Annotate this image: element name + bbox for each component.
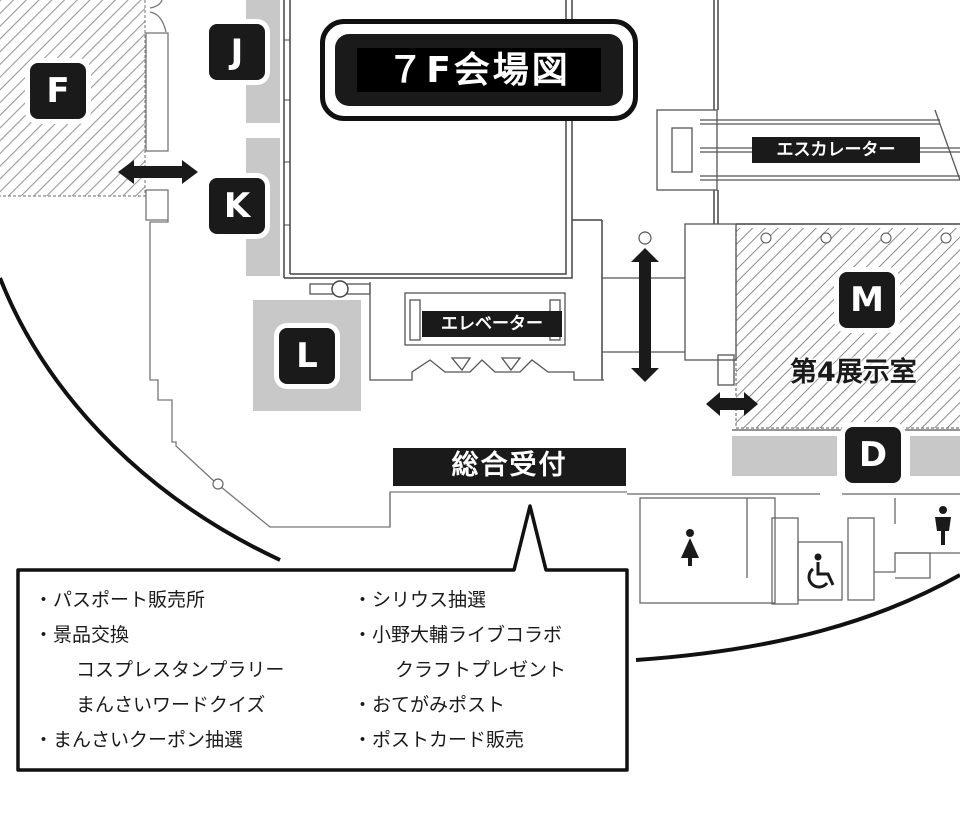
list-item: ・シリウス抽選	[353, 589, 487, 611]
list-item: ・ポストカード販売	[353, 729, 525, 751]
callout-left-list: ・パスポート販売所 ・景品交換 コスプレスタンプラリー まんさいワードクイズ ・…	[34, 583, 284, 758]
pillar-marker	[331, 280, 349, 298]
pillar-marker	[212, 478, 224, 490]
reception-label[interactable]: 総合受付	[393, 448, 626, 486]
booth-strip-d-left	[732, 436, 837, 476]
booth-badge-d[interactable]: D	[845, 427, 901, 483]
list-item: ・まんさいクーポン抽選	[34, 729, 244, 751]
booth-badge-j[interactable]: J	[209, 24, 265, 80]
mens-restroom-icon	[932, 505, 954, 547]
double-arrow-icon	[631, 248, 659, 382]
booth-badge-m[interactable]: M	[839, 272, 895, 328]
list-item: ・おてがみポスト	[353, 694, 506, 716]
double-arrow-icon	[118, 160, 198, 184]
list-item: コスプレスタンプラリー	[76, 659, 285, 681]
womens-restroom-icon	[677, 528, 703, 568]
wheelchair-icon	[802, 552, 840, 592]
corridor-walls-left	[145, 0, 627, 528]
callout-right-list: ・シリウス抽選 ・小野大輔ライブコラボ クラフトプレゼント ・おてがみポスト ・…	[353, 583, 566, 758]
elevator-label[interactable]: エレベーター	[422, 311, 562, 337]
escalator-label[interactable]: エスカレーター	[752, 137, 920, 163]
booth-badge-k[interactable]: K	[209, 178, 265, 234]
callout-box	[16, 504, 629, 772]
exhibition-room-4-label: 第4展示室	[790, 357, 917, 388]
restroom-walls	[627, 493, 960, 605]
list-item: ・小野大輔ライブコラボ	[353, 624, 563, 646]
building-outline-right	[635, 573, 960, 662]
building-outline-left	[0, 277, 281, 562]
map-title: ７F会場図	[357, 48, 601, 92]
booth-badge-l[interactable]: L	[279, 328, 335, 384]
double-arrow-icon	[706, 392, 758, 416]
exhibition-room-4-area	[735, 223, 960, 429]
booth-badge-f[interactable]: F	[30, 63, 86, 119]
pillar-marker	[638, 231, 652, 245]
booth-strip-d-right	[910, 436, 960, 476]
wall-ticks	[284, 39, 290, 226]
list-item: ・パスポート販売所	[34, 589, 206, 611]
map-title-frame: ７F会場図	[320, 19, 638, 121]
list-item: まんさいワードクイズ	[76, 694, 266, 716]
list-item: ・景品交換	[34, 624, 130, 646]
list-item: クラフトプレゼント	[395, 659, 567, 681]
